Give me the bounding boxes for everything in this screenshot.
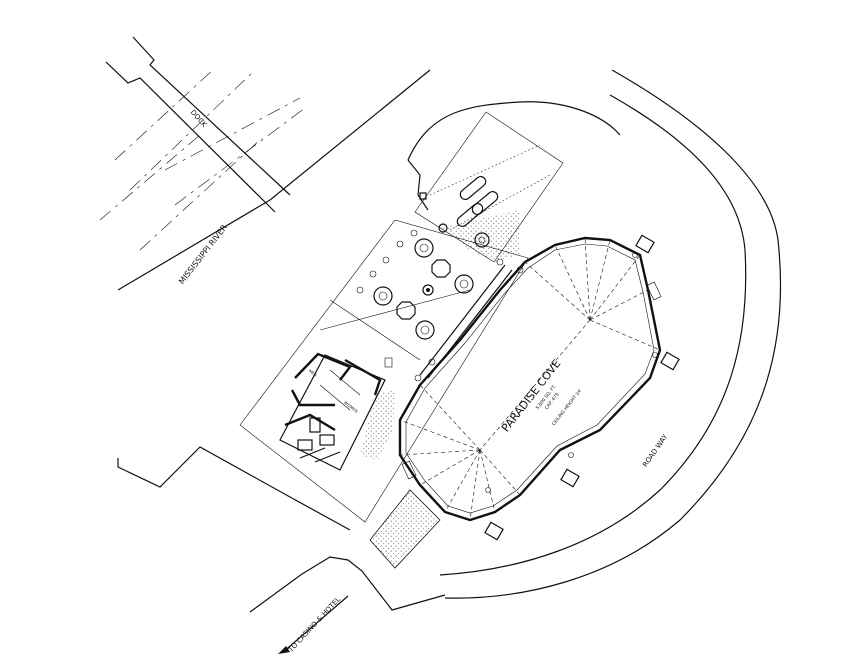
tent: [398, 234, 680, 541]
table-icon: [422, 284, 434, 296]
casino-label: TO CASINO & HOTEL: [286, 595, 342, 654]
left-road: [117, 446, 446, 654]
riverbank: [117, 69, 431, 291]
dock: [105, 36, 291, 213]
table-icon: [396, 301, 416, 320]
planters: [356, 229, 524, 382]
tree-icon: [454, 274, 474, 294]
women-label: WOMEN: [343, 400, 359, 414]
dock-label: DOCK: [189, 108, 209, 129]
tables: [396, 259, 451, 320]
tree-icon: [415, 320, 435, 340]
tree-icon: [373, 286, 393, 306]
walkway-side: [360, 390, 395, 460]
arrow-icon: [278, 646, 290, 654]
restrooms: [279, 352, 386, 471]
trees: [373, 238, 474, 340]
men-label: MEN: [308, 368, 318, 377]
patio: [239, 219, 529, 523]
road-label: ROAD WAY: [641, 433, 670, 469]
table-icon: [431, 259, 451, 278]
roadway: [439, 69, 782, 599]
walkway-top: [440, 210, 520, 262]
river-label: MISSISSIPPI RIVER: [177, 223, 229, 286]
tree-icon: [414, 238, 434, 258]
walkway-bottom: [369, 489, 441, 569]
river-water-lines: [99, 67, 306, 251]
